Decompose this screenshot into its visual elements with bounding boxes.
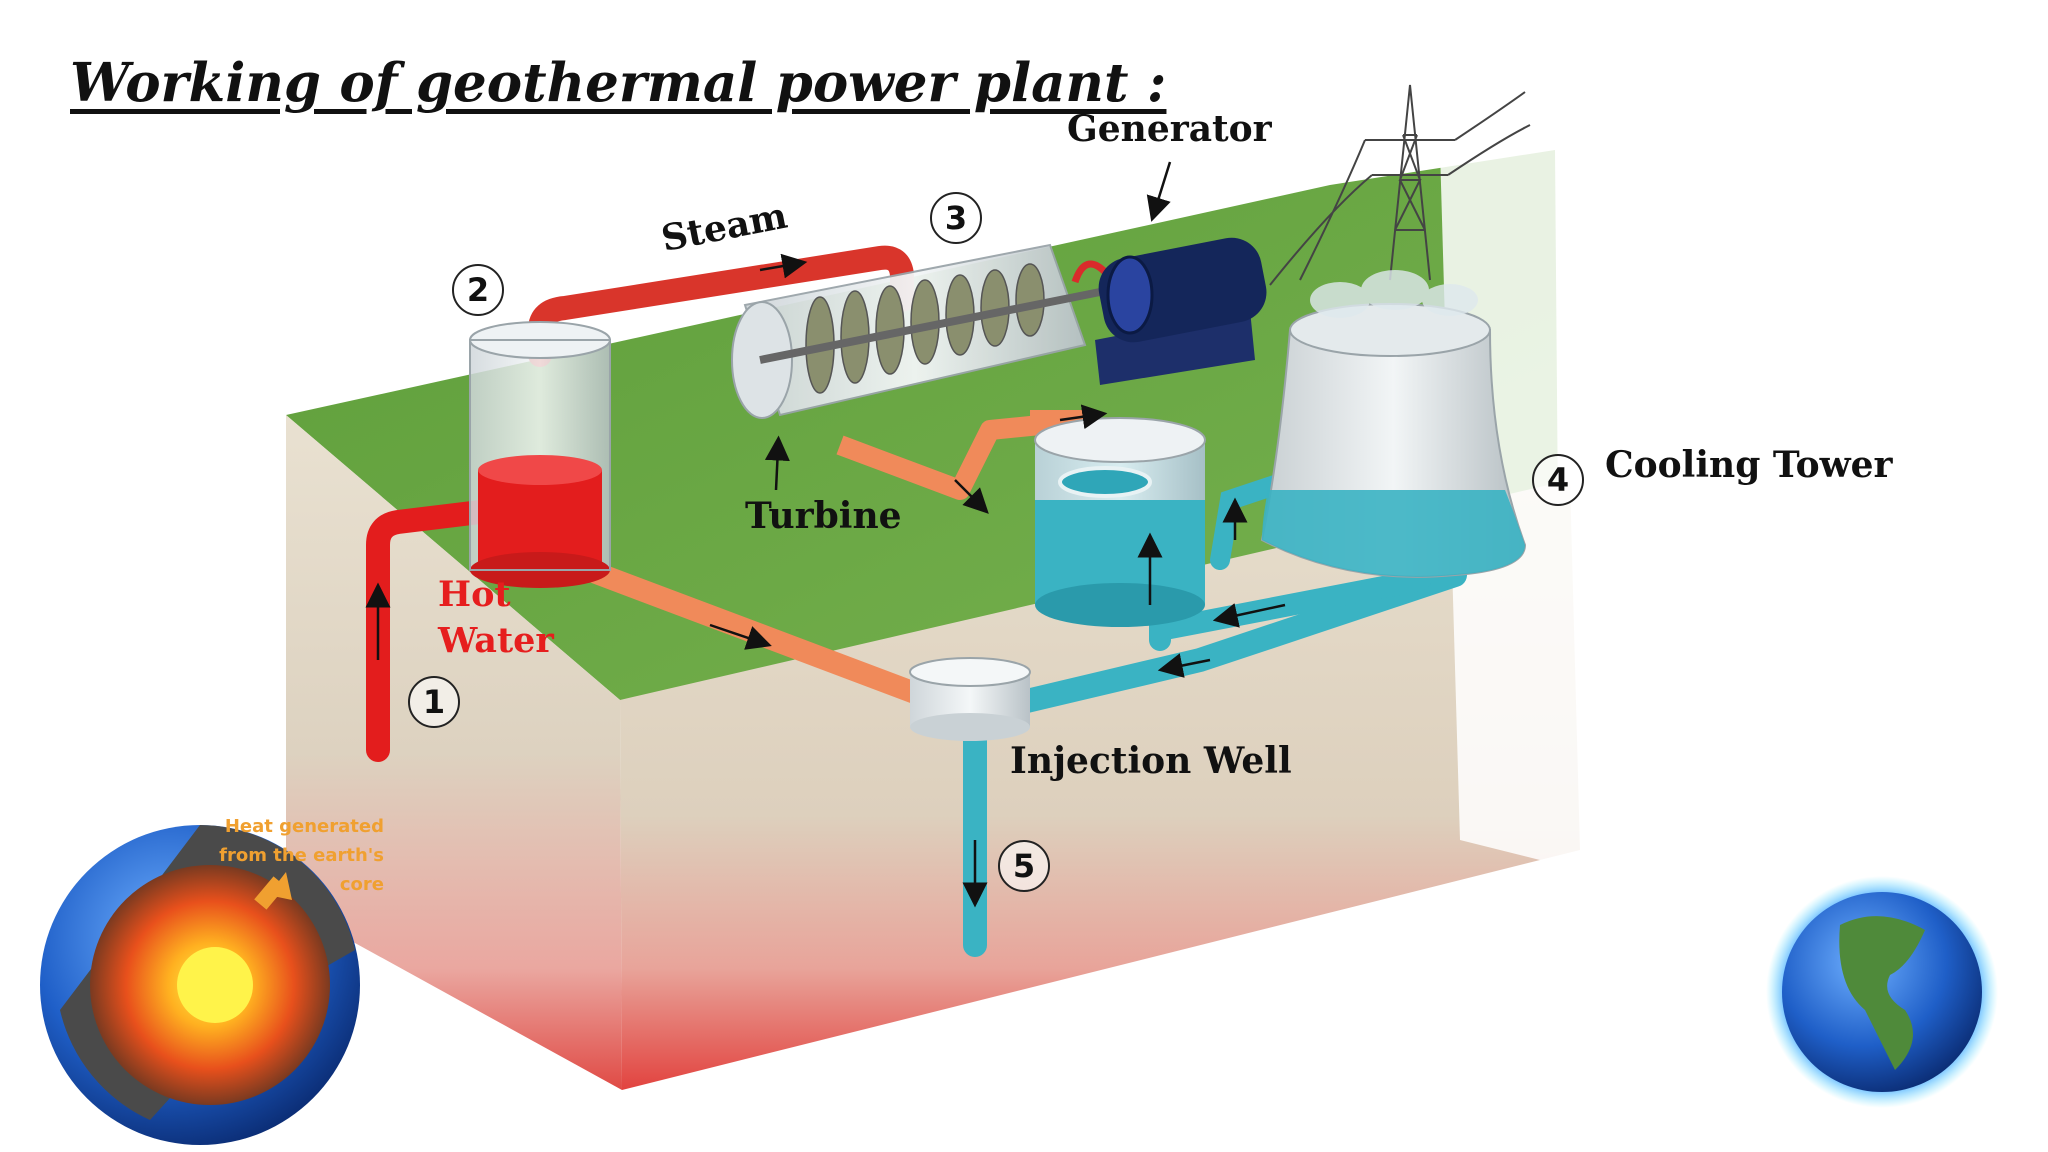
cooling-tower-icon (1260, 270, 1527, 578)
globe-icon (1766, 876, 1998, 1108)
condenser-tank (1034, 417, 1206, 627)
transmission-tower-icon (1269, 84, 1531, 286)
injection-well-cap (909, 657, 1031, 741)
flow-arrows (365, 161, 1286, 908)
cool-water-pipe-main (998, 563, 1467, 717)
step-4-marker: 4 (1532, 454, 1584, 506)
turbine-icon (731, 243, 1111, 419)
generator-icon (1071, 237, 1267, 385)
ground-front-soil (620, 480, 1580, 1090)
step-5-marker: 5 (998, 840, 1050, 892)
hot-water-label: Hot Water (438, 572, 554, 664)
ground-fade (1440, 150, 1700, 900)
turbine-label: Turbine (745, 495, 902, 537)
generator-label: Generator (1067, 108, 1272, 150)
hot-label: Hot (438, 574, 511, 615)
injection-well-label: Injection Well (1010, 740, 1292, 782)
cooling-tower-label: Cooling Tower (1605, 444, 1893, 486)
page-title: Working of geothermal power plant : (70, 52, 1167, 114)
water-label: Water (438, 620, 554, 661)
earth-core-icon (40, 825, 360, 1145)
core-heat-label: Heat generated from the earth's core (219, 816, 384, 895)
step-2-marker: 2 (452, 264, 504, 316)
separator-tank (469, 321, 611, 588)
step-1-marker: 1 (408, 676, 460, 728)
hot-water-pipe (366, 500, 492, 762)
step-3-marker: 3 (930, 192, 982, 244)
